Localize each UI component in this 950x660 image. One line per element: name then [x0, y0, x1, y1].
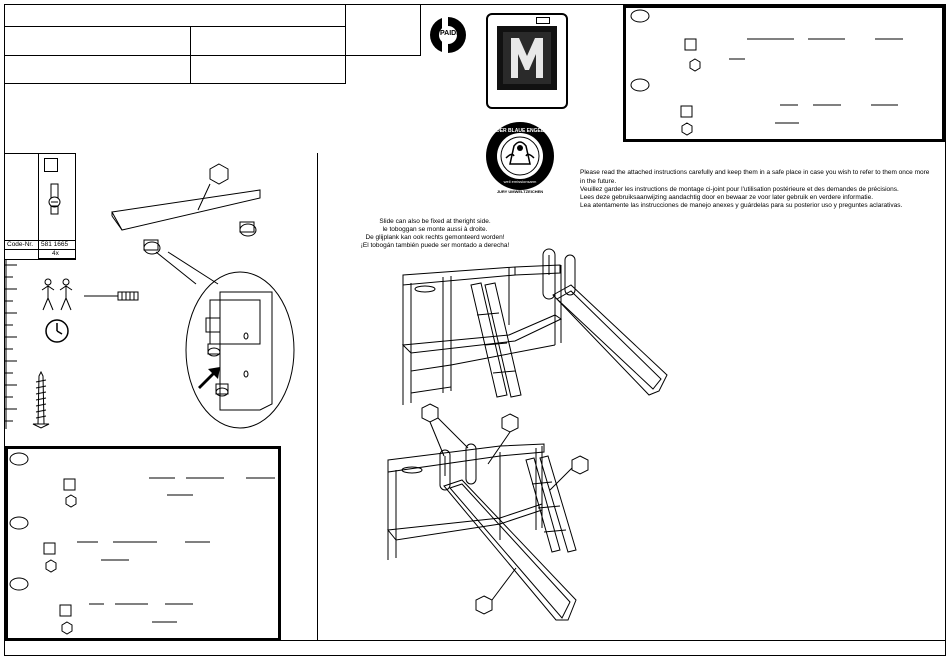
arrow-icon [198, 367, 220, 389]
cam-dowel-icon [48, 183, 61, 215]
rail-assembly-drawing [111, 163, 295, 429]
instructions-line-1: Please read the attached instructions ca… [580, 169, 930, 176]
m-seal-small-box [536, 17, 550, 24]
slide-note-line-2: le toboggan se monte aussi à droite. [382, 226, 488, 233]
page-border-bottom [4, 655, 946, 656]
blue-angel-icon [486, 122, 554, 190]
loft-bed-right-slide-drawing [401, 248, 668, 405]
code-value: 581 1665 [41, 241, 69, 248]
title-block-divider [190, 26, 191, 84]
two-persons-icon [41, 278, 73, 311]
part-table-rule-1 [4, 240, 76, 241]
part-table [38, 153, 76, 259]
m-quality-seal-icon [497, 26, 557, 90]
paidi-logo-icon [430, 15, 466, 55]
slide-note-line-4: ¡El tobogán también puede ser montado a … [360, 242, 510, 249]
lang-panel-top [623, 5, 945, 142]
title-block-rule-2 [4, 55, 346, 56]
part-step-box [44, 158, 58, 172]
instructions-line-3: Veuillez garder les instructions de mont… [580, 186, 899, 193]
part-table-rule-3 [4, 259, 76, 260]
ecolabel-top-text: DER BLAUE ENGEL [496, 128, 544, 134]
code-label: Code-Nr. [7, 241, 34, 248]
screwdriver-icon [84, 291, 139, 301]
logo-text: PAIDI [440, 30, 459, 37]
page-border-top [4, 4, 946, 5]
title-block-rule-1 [4, 26, 346, 27]
ecolabel-bottom-text: JURY UMWELTZEICHEN [496, 189, 544, 194]
logo-cell [345, 4, 421, 56]
screw-icon [32, 370, 50, 429]
lang-panel-bottom [5, 446, 281, 641]
clock-icon [45, 319, 69, 343]
lang-panel-top-marks [630, 9, 903, 136]
lang-panel-bottom-marks [9, 452, 275, 635]
m-quality-seal [486, 13, 568, 109]
loft-bed-left-slide-drawing [387, 403, 589, 621]
part-table-rule-2 [4, 249, 76, 250]
footer-rule [4, 640, 946, 641]
header-bottom-rule [4, 83, 346, 84]
instructions-line-4: Lees deze gebruiksaanwijzing aandachtig … [580, 194, 874, 201]
page-border-right [945, 4, 946, 656]
main-vertical-divider [317, 153, 318, 641]
page-border-left [4, 4, 5, 656]
instructions-line-2: in the future. [580, 178, 617, 185]
ruler [5, 259, 17, 429]
slide-note-line-3: De glijplank kan ook rechts gemonteerd w… [365, 234, 505, 241]
ecolabel-middle-text: weil emissionsarm [503, 179, 537, 184]
title-block [4, 4, 346, 84]
slide-note-line-1: Slide can also be fixed at theright side… [379, 218, 491, 225]
instructions-line-5: Lea atentamente las instrucciones de man… [580, 202, 903, 209]
quantity-value: 4x [52, 250, 59, 257]
